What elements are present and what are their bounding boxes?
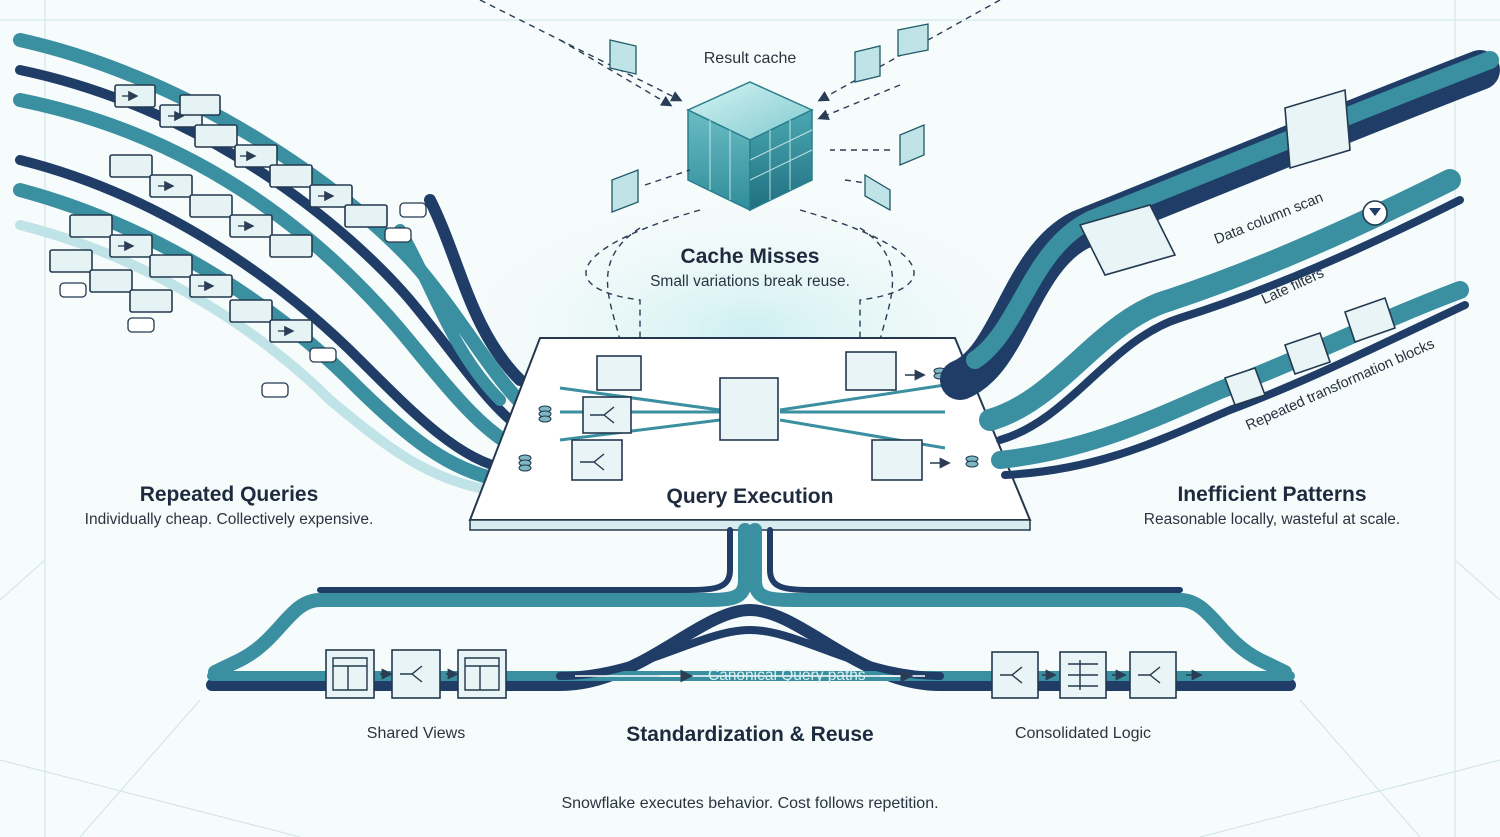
filter-icon [1369, 208, 1381, 216]
repeated-queries-subtitle: Individually cheap. Collectively expensi… [84, 511, 374, 528]
query-execution-title: Query Execution [666, 485, 834, 508]
cache-misses-title: Cache Misses [680, 245, 820, 268]
inefficient-pattern-blocks [1078, 88, 1397, 407]
result-cache-cube [686, 81, 814, 212]
repeated-queries-title: Repeated Queries [139, 483, 319, 506]
result-cache-label: Result cache [703, 50, 797, 67]
inefficient-patterns-title: Inefficient Patterns [1177, 483, 1367, 506]
inefficient-patterns-subtitle: Reasonable locally, wasteful at scale. [1143, 511, 1401, 528]
cache-misses-subtitle: Small variations break reuse. [650, 273, 850, 290]
inefficient-pattern-streams [940, 50, 1500, 479]
cache-fragments [609, 23, 929, 213]
query-ellipsis-tags [59, 202, 427, 398]
shared-views-label: Shared Views [366, 725, 466, 742]
query-execution-platform [468, 337, 1032, 531]
query-blocks-left [49, 84, 388, 343]
repeated-query-streams [13, 33, 547, 495]
footer-tagline: Snowflake executes behavior. Cost follow… [561, 795, 939, 812]
standardization-title: Standardization & Reuse [626, 723, 874, 746]
consolidated-logic-label: Consolidated Logic [1014, 725, 1152, 742]
canonical-query-paths-label: Canonical Query paths [708, 667, 866, 684]
block-inner-glyphs [332, 657, 1203, 691]
